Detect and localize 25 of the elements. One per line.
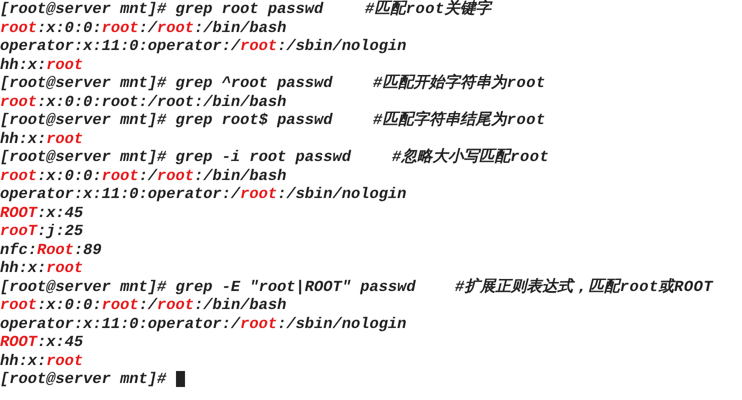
output-line: rooT:j:25: [0, 222, 84, 240]
output-line: operator:x:11:0:operator:/root:/sbin/nologin: [0, 185, 406, 203]
output-line: ROOT:x:45: [0, 333, 84, 351]
command-line: [root@server mnt]# grep ^root passwd: [0, 74, 332, 92]
comment: #匹配字符串结尾为root: [373, 111, 546, 129]
prompt: [root@server mnt]#: [0, 370, 166, 388]
output-line: hh:x:root: [0, 352, 84, 370]
output-line: hh:x:root: [0, 259, 84, 277]
output-line: root:x:0:0:root:/root:/bin/bash: [0, 296, 286, 314]
output-line: root:x:0:0:root:/root:/bin/bash: [0, 166, 286, 184]
output-line: root:x:0:0:root:/root:/bin/bash: [0, 92, 286, 110]
output-line: hh:x:root: [0, 56, 84, 74]
output-line: root:x:0:0:root:/root:/bin/bash: [0, 18, 286, 36]
output-line: operator:x:11:0:operator:/root:/sbin/nologin: [0, 37, 406, 55]
command-line: [root@server mnt]# grep -i root passwd: [0, 148, 351, 166]
output-line: ROOT:x:45: [0, 204, 84, 222]
comment: #匹配开始字符串为root: [373, 74, 546, 92]
command-line: [root@server mnt]# grep root passwd: [0, 0, 324, 18]
output-line: hh:x:root: [0, 130, 84, 148]
command-line: [root@server mnt]# grep root$ passwd: [0, 111, 332, 129]
output-line: operator:x:11:0:operator:/root:/sbin/nologin: [0, 314, 406, 332]
output-line: nfc:Root:89: [0, 240, 102, 258]
command-line: [root@server mnt]# grep -E "root|ROOT" passwd: [0, 278, 416, 296]
comment: #忽略大小写匹配root: [392, 148, 550, 166]
comment: #扩展正则表达式，匹配root或ROOT: [455, 278, 714, 296]
